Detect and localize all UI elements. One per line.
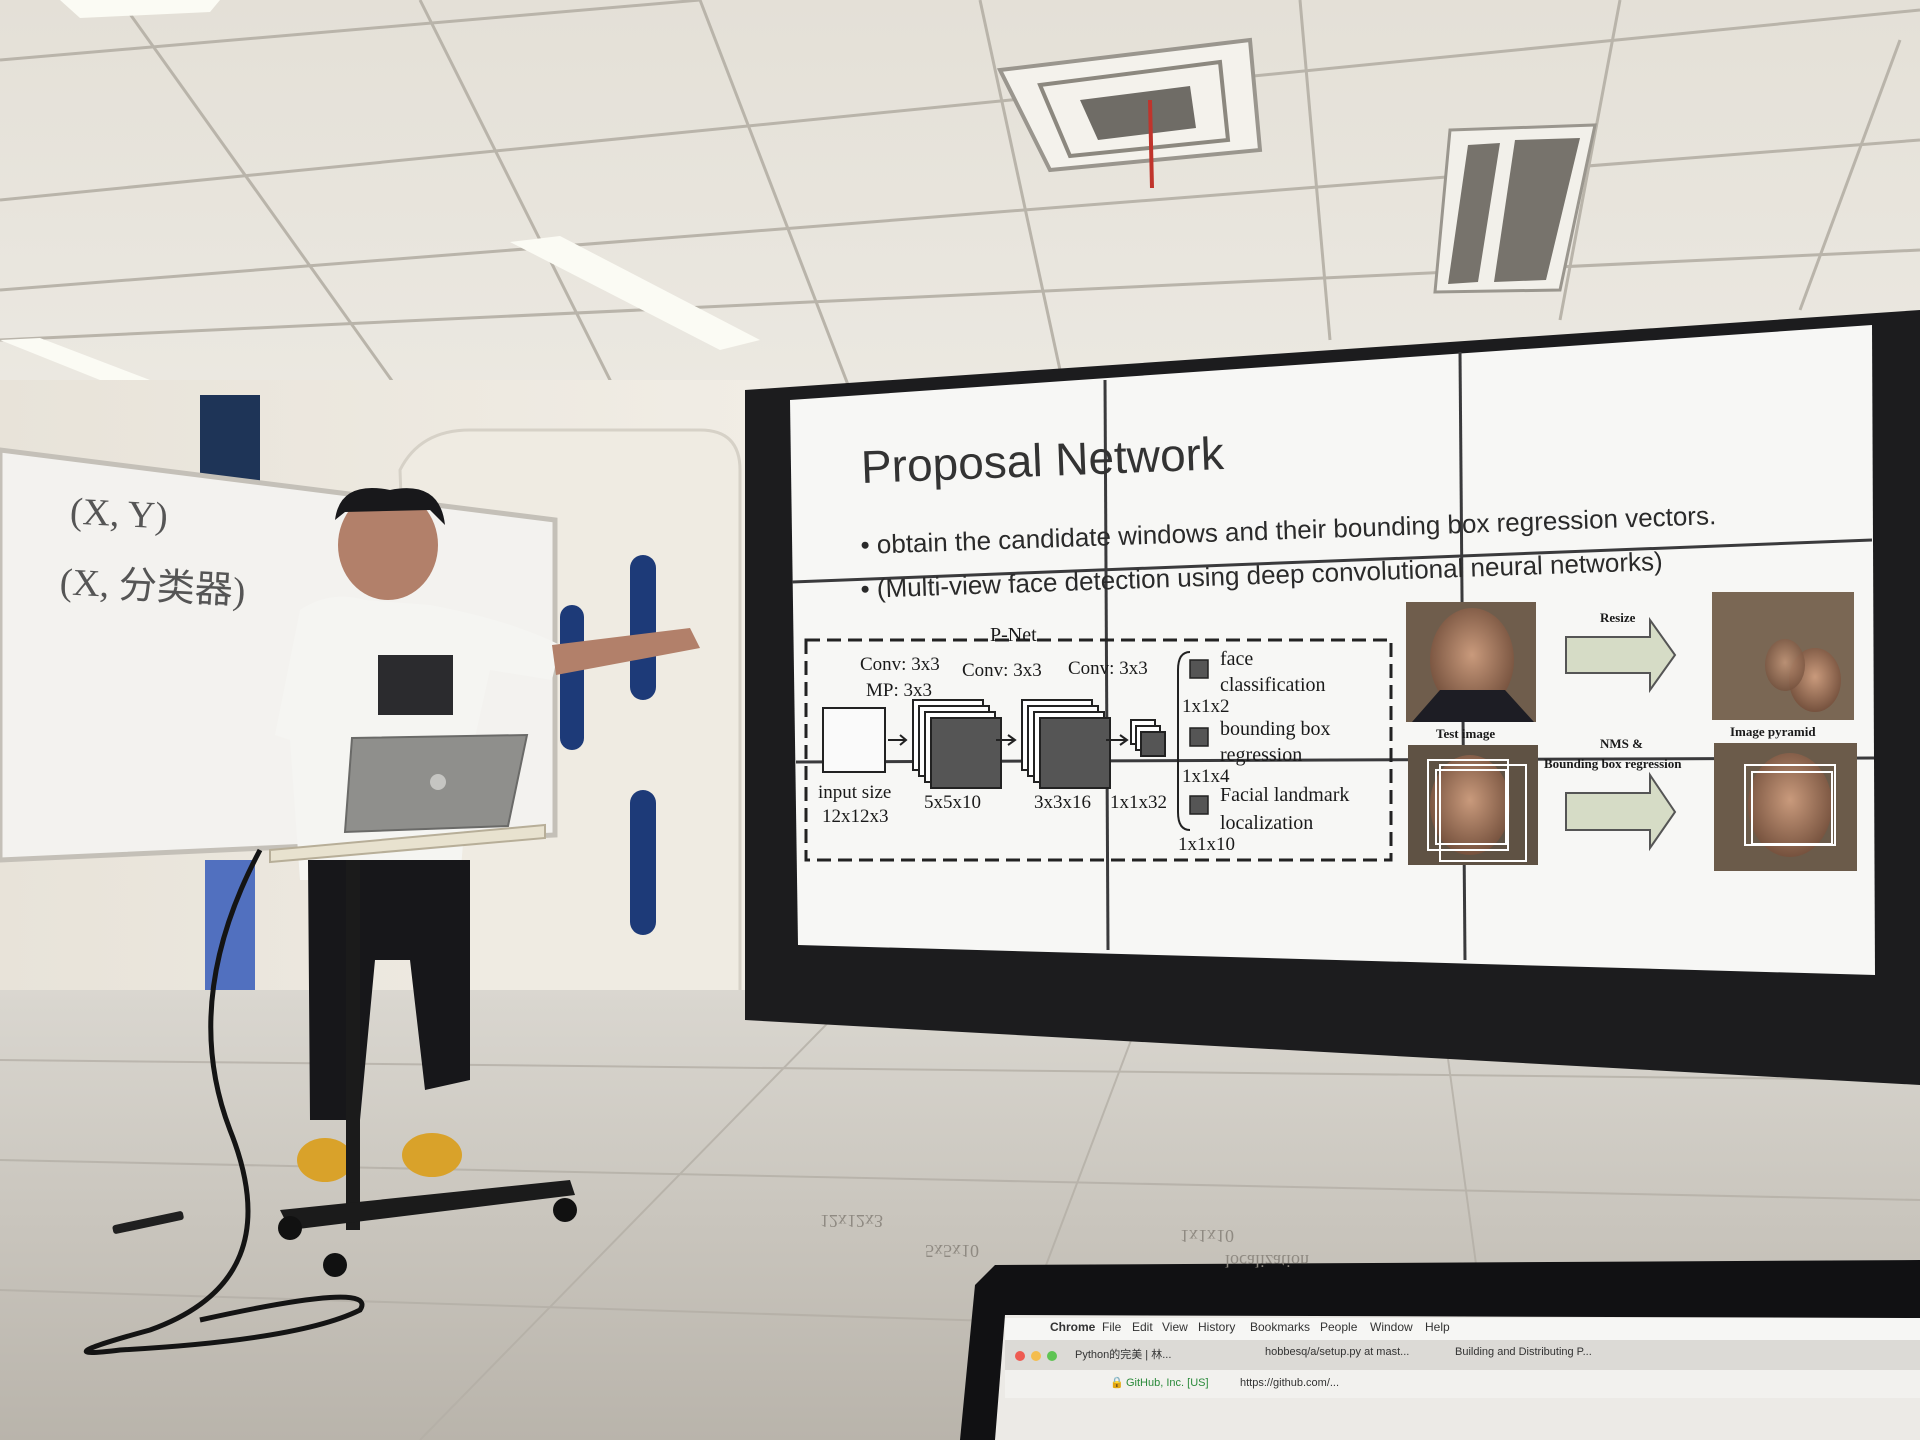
output1-dims: 1x1x2 [1182,696,1230,717]
bbox-label-2: regression [1220,744,1303,766]
browser-tab-2[interactable]: hobbesq/a/setup.py at mast... [1265,1346,1410,1358]
browser-tab-1[interactable]: Python的完美 | 林... [1075,1349,1172,1361]
air-vent-strip [1433,123,1597,294]
feature-stack-2 [1021,699,1111,789]
menu-bookmarks[interactable]: Bookmarks [1250,1320,1311,1334]
nms-label-2: Bounding box regression [1544,756,1682,771]
menu-file[interactable]: File [1102,1320,1122,1334]
whiteboard-line-1: (X, Y) [68,490,169,538]
face-classification-label-2: classification [1220,674,1326,696]
address-site: GitHub, Inc. [US] [1126,1377,1209,1389]
pnet-label: P-Net [990,624,1037,646]
landmark-label-1: Facial landmark [1220,784,1350,806]
bullet-dot-icon: • [860,529,871,560]
face-classification-label-1: face [1220,648,1254,670]
menu-window[interactable]: Window [1370,1320,1413,1334]
face-pipeline [1406,592,1857,871]
output-brace [1177,651,1191,831]
marker-on-floor [112,1211,184,1234]
browser-tab-3[interactable]: Building and Distributing P... [1455,1346,1592,1358]
conv3-label: Conv: 3x3 [1068,658,1148,679]
address-url: https://github.com/... [1240,1377,1340,1389]
browser-menu-bar: Chrome File Edit View History Bookmarks … [1040,1320,1900,1338]
reflection-text-2: 5x5x10 [925,1241,979,1261]
conv2-label: Conv: 3x3 [962,660,1042,681]
menu-edit[interactable]: Edit [1132,1320,1153,1334]
dim3-label: 1x1x32 [1110,792,1167,813]
podium [83,823,577,1355]
resize-label: Resize [1600,610,1636,625]
menu-history[interactable]: History [1198,1320,1236,1334]
menu-help[interactable]: Help [1425,1320,1450,1334]
input-size-label: input size [818,782,892,803]
input-square [822,707,886,773]
image-pyramid-label: Image pyramid [1730,724,1816,739]
reflection-text-4: localization [1225,1251,1309,1271]
output2-dims: 1x1x4 [1182,766,1230,787]
reflection-text-3: 1x1x10 [1180,1226,1234,1246]
maxpool-label: MP: 3x3 [866,680,932,701]
browser-tab-strip: Python的完美 | 林... hobbesq/a/setup.py at m… [1065,1346,1905,1366]
air-vent-square [996,37,1263,189]
whiteboard-line-2: (X, 分类器) [58,561,247,613]
bullet-dot-icon: • [860,573,871,604]
browser-address-bar[interactable]: 🔒 GitHub, Inc. [US] https://github.com/.… [1110,1376,1870,1394]
diagram-arrows [888,734,1129,746]
feature-stack-3 [1130,719,1166,757]
dim1-label: 5x5x10 [924,792,981,813]
pnet-dashed-box [804,638,1393,862]
feature-stack-1 [912,699,1002,789]
test-image-label: Test image [1436,726,1496,741]
cable [83,848,365,1355]
ceiling-grid [0,0,1920,421]
pnet-diagram [804,638,1393,862]
resize-arrow [1565,616,1677,694]
pointing-arm [552,628,700,675]
landmark-label-2: localization [1220,812,1314,834]
dim2-label: 3x3x16 [1034,792,1091,813]
reflection-text-1: 12x12x3 [820,1211,883,1231]
menu-chrome[interactable]: Chrome [1050,1320,1096,1334]
menu-people[interactable]: People [1320,1320,1358,1334]
nms-label-1: NMS & [1600,736,1643,751]
conv1-label: Conv: 3x3 [860,654,940,675]
lock-icon: 🔒 [1110,1377,1124,1389]
output3-dims: 1x1x10 [1178,834,1235,855]
input-dims-label: 12x12x3 [822,806,889,827]
ceiling-lights [0,0,760,384]
bbox-label-1: bounding box [1220,718,1331,740]
menu-view[interactable]: View [1162,1320,1188,1334]
nms-arrow [1565,771,1677,852]
